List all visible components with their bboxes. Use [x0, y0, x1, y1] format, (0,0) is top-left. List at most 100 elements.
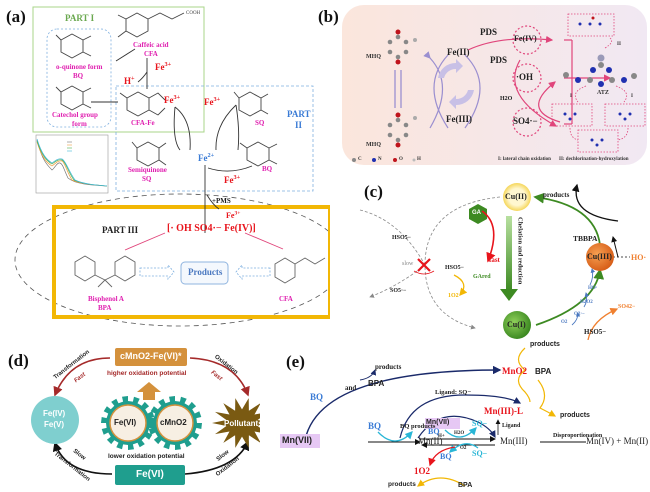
- complex-box: [115, 348, 187, 366]
- panel-d-label: (d): [8, 351, 29, 370]
- fe-cycle-arcs: [423, 51, 481, 129]
- hso5-left-label: HSO5−: [392, 235, 412, 241]
- panel-a-radical-arrows: [124, 232, 284, 251]
- oxidation-slow-arrow: [184, 440, 249, 475]
- cmno2-gear: [148, 396, 202, 450]
- fevi-box: [115, 465, 185, 485]
- up-arrow-icon: [137, 382, 161, 400]
- pds-arrows: [467, 35, 612, 127]
- panel-d-graphics: [31, 357, 260, 475]
- fe3-label-2: Fe3+: [164, 94, 181, 105]
- sq-to-bq-arrow: [449, 443, 479, 453]
- cu2-label: Cu(II): [505, 192, 527, 201]
- mn7-small-label: Mn(VII): [426, 419, 450, 426]
- products-box: [180, 261, 229, 285]
- bq-structure: [239, 141, 278, 167]
- semiquinone-structure: [131, 141, 167, 167]
- singlet-o2-label: 1O2: [414, 466, 431, 476]
- mn3-label: Mn(III): [500, 436, 528, 446]
- sq-top-label: SQ−: [472, 419, 488, 428]
- fe4-label: Fe(IV): [514, 34, 537, 43]
- hso5-mid-label: HSO5−: [445, 265, 465, 271]
- products-bottom-label: products: [388, 481, 416, 488]
- pds-label-2: PDS: [490, 55, 508, 65]
- fevi-gear: [101, 396, 155, 450]
- mn3l-label: Mn(III)-L: [484, 406, 524, 416]
- cu3-label: Cu(III): [587, 252, 612, 261]
- caffeic-acid-structure: [117, 12, 185, 38]
- lower-potential-label: lower oxidation potential: [108, 453, 185, 460]
- o2-minus-label: O2·−: [574, 312, 585, 317]
- oh-radical-label: ·OH: [516, 72, 534, 82]
- legend-path-i: I: lateral chain oxidation: [498, 157, 551, 162]
- ligand-sq-arrow: [399, 394, 522, 439]
- transformation-slow-arrow: [52, 441, 113, 475]
- cu3-circle: [586, 243, 614, 271]
- fevi-box-label: Fe(VI): [136, 469, 164, 480]
- hso5-bottom-label: HSO5−: [584, 328, 607, 336]
- mhq-equilibrium-arrows: [394, 70, 402, 108]
- singlet-o2-label: 1O2: [448, 293, 459, 299]
- legend-n: N: [378, 157, 382, 162]
- mhq-top-label: MHQ: [366, 54, 381, 60]
- path-i-left-label: I: [570, 94, 572, 99]
- bq-top-label: BQ: [310, 392, 324, 402]
- part2-box: [115, 85, 314, 192]
- bpa-to-products-arrow: [417, 477, 466, 487]
- cfa-abbr-label: CFA: [144, 50, 158, 58]
- ho-radical-label: HO·: [631, 253, 647, 262]
- bpa-bottom-label: BPA: [458, 482, 473, 489]
- catechol-label: Catechol group: [52, 111, 98, 119]
- path-ii-label: II: [617, 42, 621, 47]
- complex-label: cMnO2-Fe(VI)*: [120, 351, 182, 361]
- disproportionation-label: Disproportionation: [553, 433, 603, 439]
- fevi-gear-label: Fe(VI): [114, 418, 137, 427]
- part1-box: [32, 6, 205, 133]
- hollow-arrows: [139, 263, 271, 281]
- bq-label: BQ: [262, 165, 273, 173]
- mno2-products-arc: [517, 347, 531, 403]
- semiquinone-label: Semiquinone: [128, 166, 167, 174]
- oxidation-fast-arrow: [189, 357, 250, 397]
- and-label: and: [345, 384, 357, 392]
- part3-ellipse: [14, 193, 330, 327]
- blocked-x-icon: [417, 258, 431, 272]
- singlet-o2-arrow: [428, 446, 456, 467]
- gear-hub: [156, 404, 194, 442]
- oquinone-structure: [55, 33, 92, 59]
- cfa-fe-structure: [119, 91, 166, 117]
- panel-e-graphics: [280, 347, 626, 487]
- mhq-bottom-label: MHQ: [366, 142, 381, 148]
- fast-label: fast: [489, 256, 500, 264]
- so4-2-label: SO42−: [618, 304, 636, 310]
- products-top-label: products: [375, 363, 402, 371]
- fast-arrow: [481, 210, 496, 263]
- fe-iv-v-circle: [31, 396, 79, 444]
- oquinone-label: o-quinone form: [56, 63, 103, 71]
- pds-label-1: PDS: [480, 27, 498, 37]
- fe3-label-4: Fe3+: [224, 174, 241, 185]
- atz-molecule: [563, 54, 637, 87]
- chelation-arrow-shaft: [506, 216, 512, 291]
- fe3-label-3: Fe3+: [204, 96, 221, 107]
- panel-e-label: (e): [286, 352, 305, 371]
- products-top-arrow: [359, 369, 377, 381]
- part1-title: PART I: [65, 13, 95, 23]
- h-plus-label: H+: [438, 434, 445, 439]
- bq-products-arrow: [377, 431, 413, 442]
- ga-label: GA: [472, 210, 481, 216]
- bpa-abbr-label: BPA: [98, 304, 112, 312]
- bq-mid-label: BQ: [368, 421, 382, 431]
- cu1-circle: [503, 311, 531, 339]
- ho-to-tbbpa-arrow: [611, 236, 619, 258]
- fe2-label: Fe2+: [198, 152, 215, 163]
- sq-bottom-label: SQ−: [472, 449, 488, 458]
- panel-a-label: (a): [6, 7, 26, 26]
- oquinone-bq-label: BQ: [73, 72, 84, 80]
- cmno2-gear-label: cMnO2: [160, 418, 187, 427]
- radicals-label: [· OH SO4·− Fe(IV)]: [167, 223, 256, 234]
- legend-c: C: [358, 157, 362, 162]
- ho-small-label: HO·: [588, 286, 598, 291]
- chelation-label: Chelation and reduction: [516, 217, 524, 285]
- ga-hexagon: [469, 204, 487, 224]
